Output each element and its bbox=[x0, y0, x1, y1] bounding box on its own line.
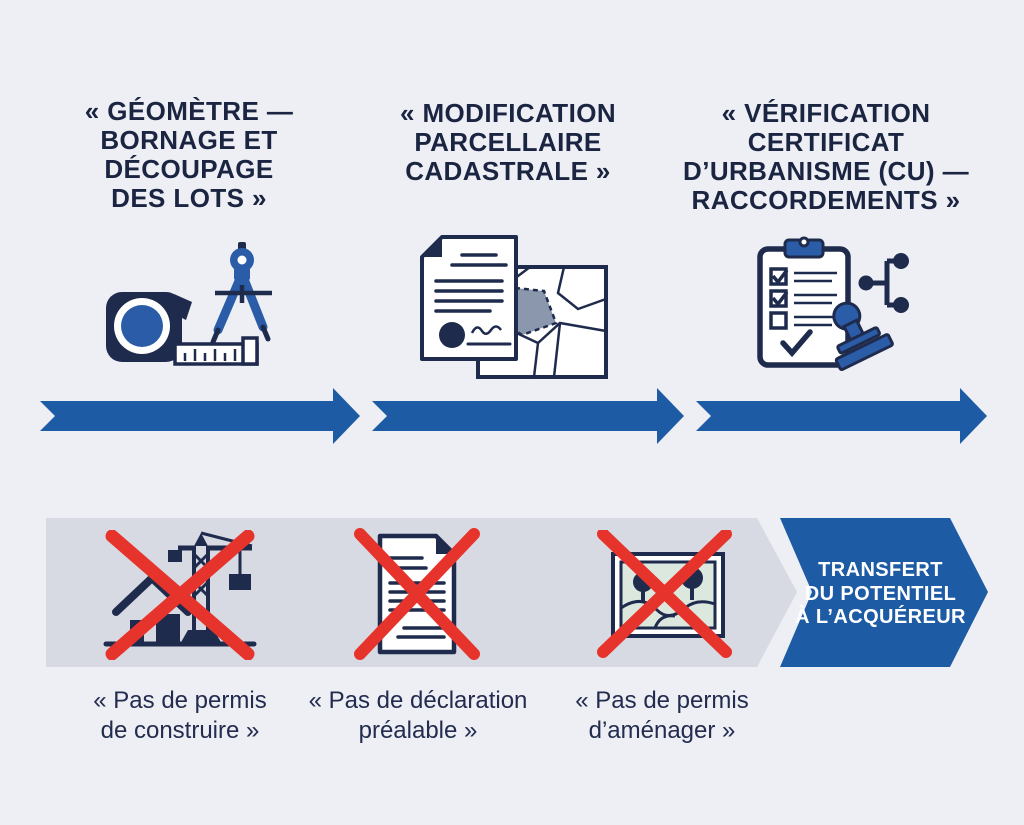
restriction-caption-declaration: « Pas de déclaration préalable » bbox=[308, 687, 528, 744]
deed-and-cadastral-map-icon bbox=[420, 235, 608, 379]
transfer-banner-chevron bbox=[780, 518, 988, 667]
red-cross-icon bbox=[354, 528, 480, 660]
deed-document-icon bbox=[420, 235, 518, 361]
connections-icon bbox=[858, 253, 909, 313]
checklist-stamp-and-connections-icon bbox=[757, 236, 909, 371]
site-plan-crossed-icon bbox=[597, 530, 732, 658]
tape-measure-icon bbox=[106, 292, 259, 366]
tape-measure-and-compass-icon bbox=[106, 242, 272, 366]
restriction-caption-amenager: « Pas de permis d’aménager » bbox=[575, 687, 749, 744]
timeline-arrow bbox=[40, 388, 987, 444]
stamp-icon bbox=[832, 301, 894, 371]
arrow-segment-1 bbox=[40, 388, 360, 444]
arrow-segment-3 bbox=[696, 388, 987, 444]
step-title-geometre: « GÉOMÈTRE — BORNAGE ET DÉCOUPAGE DES LO… bbox=[84, 96, 294, 213]
transfer-banner-label: TRANSFERT DU POTENTIEL À L’ACQUÉREUR bbox=[795, 559, 966, 628]
step-title-verification: « VÉRIFICATION CERTIFICAT D’URBANISME (C… bbox=[683, 98, 969, 215]
house-and-crane-crossed-icon bbox=[103, 530, 257, 660]
compass-icon bbox=[210, 242, 272, 345]
red-cross-icon bbox=[597, 530, 732, 658]
restriction-caption-construire: « Pas de permis de construire » bbox=[93, 687, 267, 744]
checklist-clipboard-icon bbox=[757, 236, 851, 368]
step-title-modification: « MODIFICATION PARCELLAIRE CADASTRALE » bbox=[400, 98, 616, 186]
red-cross-icon bbox=[105, 530, 255, 660]
document-crossed-icon bbox=[354, 528, 480, 660]
arrow-segment-2 bbox=[372, 388, 684, 444]
